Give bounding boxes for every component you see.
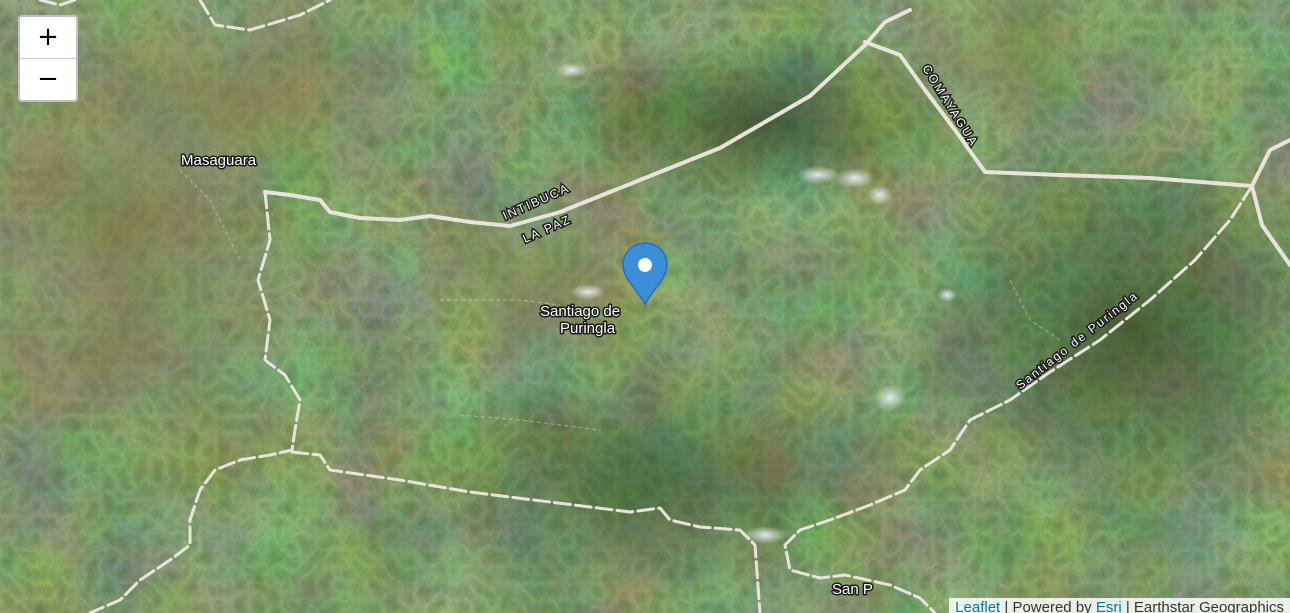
zoom-out-button[interactable]: − (37, 64, 59, 94)
map-attribution: Leaflet | Powered by Esri | Earthstar Ge… (949, 598, 1290, 613)
leaflet-link[interactable]: Leaflet (955, 599, 1001, 613)
zoom-in-button[interactable]: + (20, 17, 76, 59)
highway-roads (263, 8, 1290, 267)
attribution-powered-by: | Powered by (1000, 599, 1096, 613)
map-marker-icon[interactable] (622, 242, 668, 307)
esri-link[interactable]: Esri (1095, 599, 1122, 613)
attribution-earthstar: | Earthstar Geographics (1121, 599, 1284, 613)
place-label-san-partial: San P (832, 581, 873, 598)
secondary-roads (38, 0, 1254, 613)
place-label-masaguara: Masaguara (181, 152, 257, 169)
place-label-santiago-line1: Santiago de (540, 303, 620, 320)
zoom-control: + − (18, 15, 78, 102)
place-label-santiago-line2: Puringla (560, 320, 616, 337)
